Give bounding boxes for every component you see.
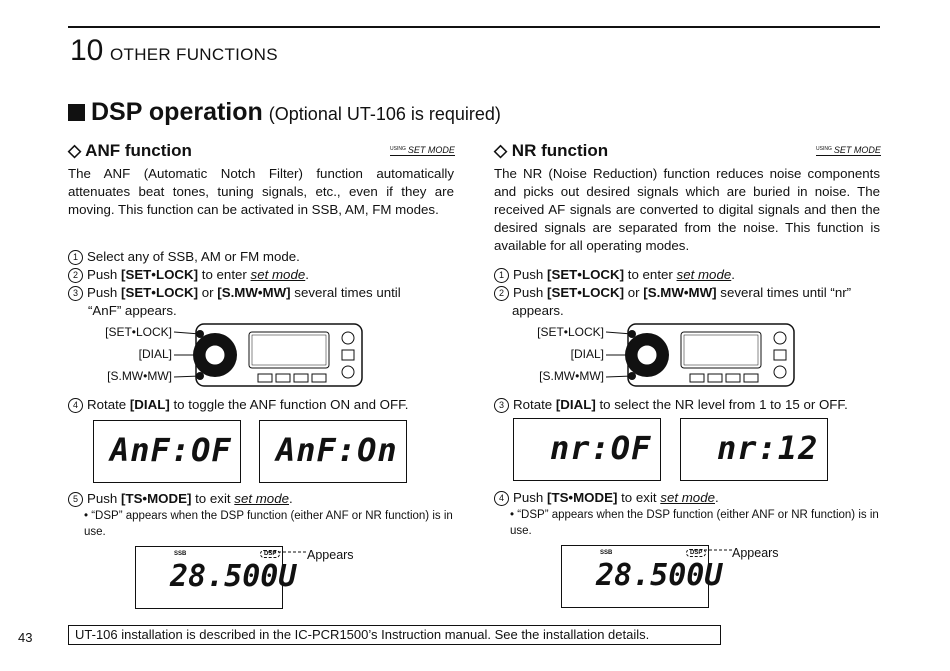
section-title: DSP operation — [91, 98, 263, 126]
section-heading: DSP operation(Optional UT-106 is require… — [68, 98, 501, 127]
appears-callout: Appears — [307, 548, 354, 562]
label-set-lock: [SET•LOCK] — [537, 325, 604, 339]
label-dial: [DIAL] — [138, 347, 172, 361]
square-bullet-icon — [68, 104, 85, 121]
chapter-number: 10 — [70, 34, 104, 67]
installation-note: UT-106 installation is described in the … — [68, 625, 721, 645]
radio-front-panel-illustration — [173, 323, 363, 387]
diamond-icon: ◇ — [494, 141, 512, 160]
lcd-text: AnF:OF — [110, 431, 232, 469]
nr-note: • “DSP” appears when the DSP function (e… — [510, 509, 879, 537]
anf-lcd-on: AnF:On — [259, 420, 407, 483]
label-set-lock: [SET•LOCK] — [105, 325, 172, 339]
anf-intro: The ANF (Automatic Notch Filter) functio… — [68, 166, 454, 217]
dsp-indicator: DSP — [260, 550, 281, 558]
nr-intro: The NR (Noise Reduction) function reduce… — [494, 166, 880, 253]
lcd-text: nr:12 — [717, 429, 819, 467]
frequency-readout: 28.500U — [596, 558, 723, 593]
anf-freq-display: SSB DSP 28.500U — [135, 546, 296, 609]
diamond-icon: ◇ — [68, 141, 86, 160]
anf-heading: ◇ ANF function — [68, 141, 192, 160]
anf-note: • “DSP” appears when the DSP function (e… — [84, 510, 453, 538]
label-dial: [DIAL] — [570, 347, 604, 361]
chapter-title: OTHER FUNCTIONS — [110, 45, 278, 64]
label-smw: [S.MW•MW] — [539, 369, 604, 383]
lcd-text: AnF:On — [276, 431, 398, 469]
nr-lcd-off: nr:OF — [513, 418, 661, 481]
callout-line — [694, 549, 734, 551]
frequency-readout: 28.500U — [170, 559, 297, 594]
appears-callout: Appears — [732, 546, 779, 560]
nr-lcd-level: nr:12 — [680, 418, 828, 481]
nr-freq-display: SSB DSP 28.500U — [561, 545, 722, 608]
nr-heading: ◇ NR function — [494, 141, 609, 160]
top-rule — [68, 26, 880, 28]
lcd-text: nr:OF — [550, 429, 652, 467]
page-number: 43 — [18, 630, 33, 645]
label-smw: [S.MW•MW] — [107, 369, 172, 383]
anf-step-3-cont: “AnF” appears. — [88, 303, 177, 318]
radio-front-panel-illustration — [605, 323, 795, 387]
anf-lcd-off: AnF:OF — [93, 420, 241, 483]
callout-line — [268, 551, 308, 553]
nr-step-2-cont: appears. — [512, 303, 564, 318]
section-subtitle: (Optional UT-106 is required) — [268, 104, 501, 124]
